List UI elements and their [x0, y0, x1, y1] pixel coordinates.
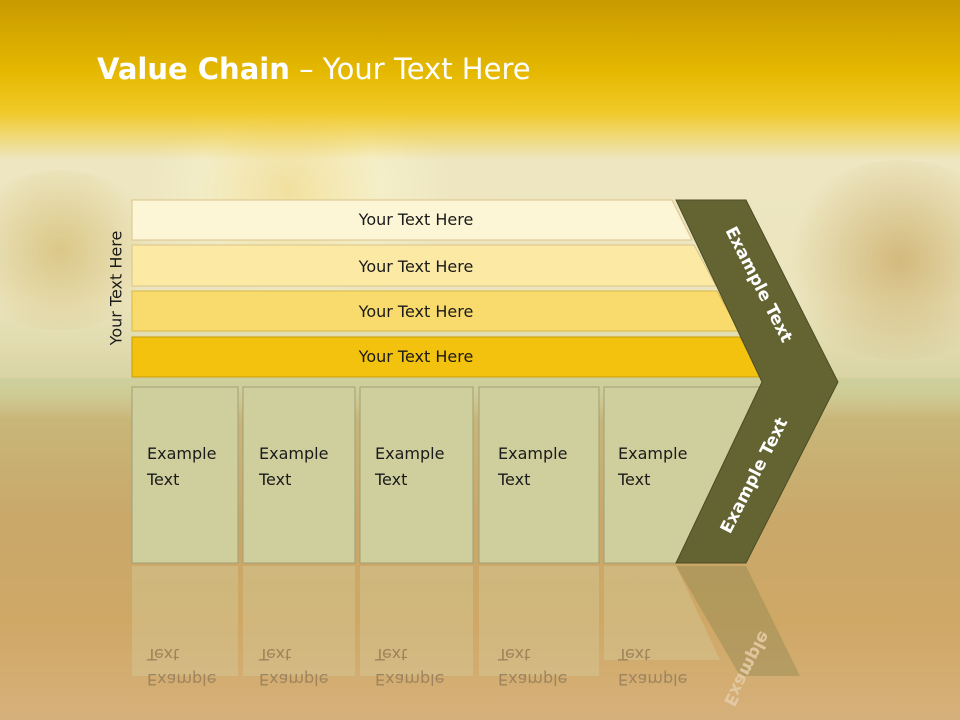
- support-bar-2-label: Your Text Here: [358, 257, 474, 276]
- primary-box-1[interactable]: [131, 386, 239, 564]
- title-bold: Value Chain: [97, 52, 290, 86]
- primary-boxes: Example Text Example Text Example Text E…: [131, 386, 763, 564]
- support-bar-1[interactable]: [131, 199, 693, 241]
- reflection-box-1: [132, 566, 238, 676]
- support-bars: Your Text Here Your Text Here Your Text …: [131, 199, 763, 378]
- reflection-text-4b: Example: [498, 670, 567, 689]
- primary-box-3-line2: Text: [374, 470, 407, 489]
- primary-box-5-line1: Example: [618, 444, 687, 463]
- margin-chevron-shape[interactable]: [675, 199, 839, 564]
- reflection-text-4a: Text: [497, 645, 530, 664]
- reflection-text-3b: Example: [375, 670, 444, 689]
- title-rest: – Your Text Here: [289, 52, 531, 86]
- reflection-box-2: [243, 566, 355, 676]
- reflection-text-2a: Text: [258, 645, 291, 664]
- support-bar-3-label: Your Text Here: [358, 302, 474, 321]
- reflection-box-4: [479, 566, 599, 676]
- primary-box-2[interactable]: [242, 386, 356, 564]
- reflection: Text Example Text Example Text Example T…: [132, 566, 800, 709]
- reflection-text-1b: Example: [147, 670, 216, 689]
- reflection-box-5: [604, 566, 720, 660]
- primary-box-1-line2: Text: [146, 470, 179, 489]
- support-bar-4-label: Your Text Here: [358, 347, 474, 366]
- primary-box-5-line2: Text: [617, 470, 650, 489]
- primary-box-4-line1: Example: [498, 444, 567, 463]
- support-bar-2[interactable]: [131, 244, 717, 287]
- support-bar-1-label: Your Text Here: [358, 210, 474, 229]
- reflection-box-3: [360, 566, 473, 676]
- primary-box-3[interactable]: [359, 386, 474, 564]
- reflection-text-5b: Example: [618, 670, 687, 689]
- reflection-text-5a: Text: [617, 645, 650, 664]
- reflection-chevron: [676, 566, 800, 676]
- header-band: [0, 0, 960, 160]
- reflection-text-3a: Text: [374, 645, 407, 664]
- primary-box-1-line1: Example: [147, 444, 216, 463]
- primary-box-4[interactable]: [478, 386, 600, 564]
- primary-box-2-line1: Example: [259, 444, 328, 463]
- primary-box-3-line1: Example: [375, 444, 444, 463]
- slide-title: Value Chain – Your Text Here: [97, 52, 531, 86]
- reflection-text-1a: Text: [146, 645, 179, 664]
- primary-box-4-line2: Text: [497, 470, 530, 489]
- reflection-text-2b: Example: [259, 670, 328, 689]
- primary-box-2-line2: Text: [258, 470, 291, 489]
